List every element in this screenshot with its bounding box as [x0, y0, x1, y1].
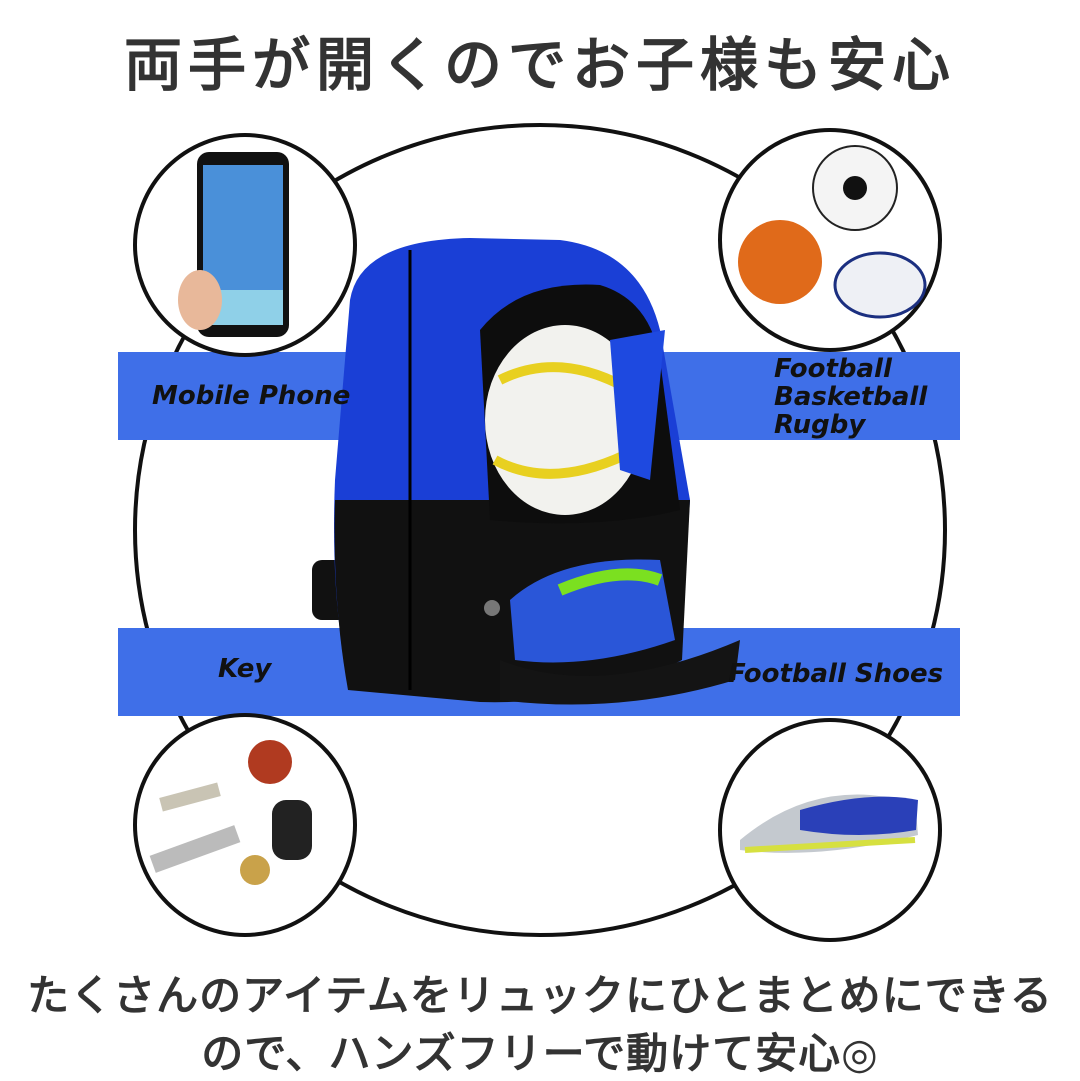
- balls-circle: [718, 128, 942, 352]
- label-key: Key: [218, 654, 272, 684]
- label-mobile-phone: Mobile Phone: [152, 381, 351, 411]
- label-football: Football: [774, 354, 892, 384]
- label-balls: Football Basketball Rugby: [774, 355, 927, 439]
- mobile-phone-circle: [133, 133, 357, 357]
- page-title: 両手が開くのでお子様も安心: [123, 31, 956, 99]
- keys-circle: [133, 713, 357, 937]
- shoes-circle: [718, 718, 942, 942]
- label-basketball: Basketball: [774, 382, 928, 412]
- backpack-image: [312, 238, 740, 705]
- label-rugby: Rugby: [774, 410, 866, 440]
- description-line-1: たくさんのアイテムをリュックにひとまとめにできる: [27, 971, 1053, 1020]
- description-line-2: ので、ハンズフリーで動けて安心◎: [201, 1029, 879, 1078]
- label-football-shoes: Football Shoes: [728, 659, 944, 689]
